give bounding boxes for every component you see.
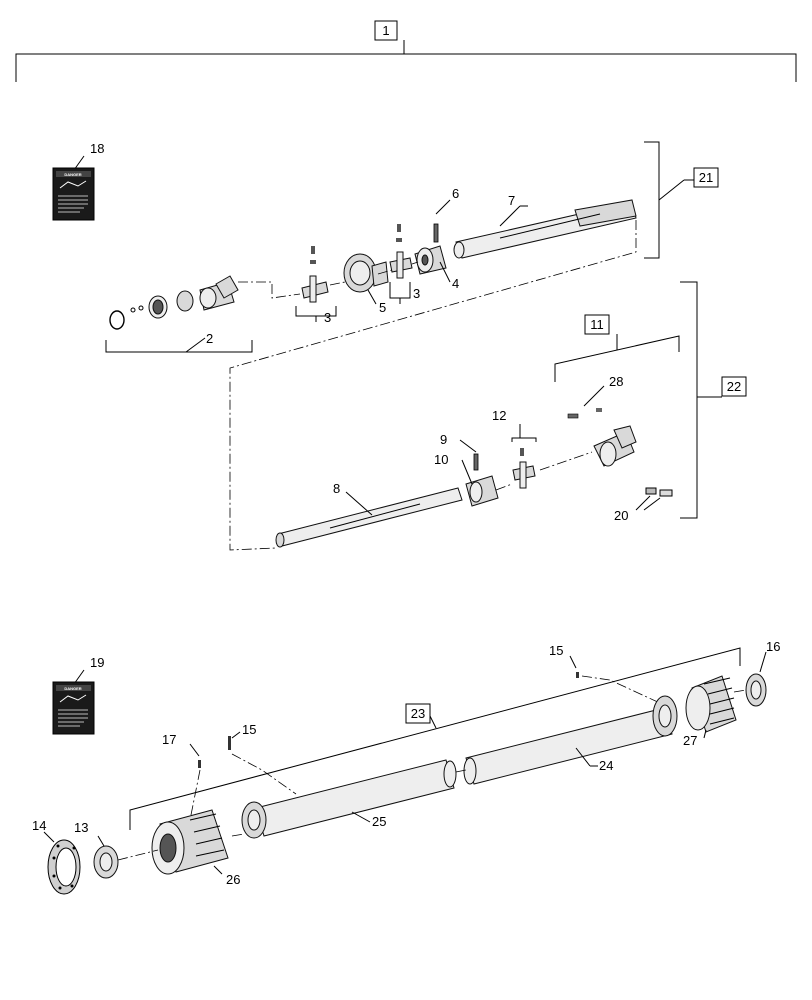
callout-3-left: 3 (324, 310, 331, 325)
callout-19: 19 (90, 655, 104, 670)
bearing-ring-13: 13 (74, 820, 159, 879)
callout-25: 25 (372, 814, 386, 829)
safety-decal-19: 19 DANGER (52, 655, 104, 735)
bolt-28: 28 (567, 374, 623, 419)
yoke-10: 10 (434, 452, 499, 507)
screw-15-right: 15 (549, 643, 663, 705)
callout-12: 12 (492, 408, 506, 423)
callout-28: 28 (609, 374, 623, 389)
callout-2: 2 (206, 331, 213, 346)
callout-7: 7 (508, 193, 515, 208)
callout-26: 26 (226, 872, 240, 887)
callout-22: 22 (727, 379, 741, 394)
cross-kit-12: 12 (492, 408, 537, 489)
guard-tube-24: 24 (463, 695, 678, 785)
callout-5: 5 (379, 300, 386, 315)
callout-15-right: 15 (549, 643, 563, 658)
callout-13: 13 (74, 820, 88, 835)
callout-20: 20 (614, 508, 628, 523)
implement-yoke (593, 425, 637, 467)
bracket-11: 11 (554, 314, 680, 382)
callout-10: 10 (434, 452, 448, 467)
safety-decal-18: 18 DANGER (52, 141, 104, 221)
bracket-23: 23 (129, 647, 741, 830)
callout-18: 18 (90, 141, 104, 156)
centerlines-upper (229, 220, 637, 551)
bracket-22: 22 (680, 281, 747, 519)
clutch-group-2: 2 (105, 275, 253, 353)
callout-11: 11 (590, 317, 604, 332)
bracket-21: 21 (644, 141, 719, 259)
pins-20: 20 (614, 487, 673, 523)
spring-pin-6: 6 (433, 186, 459, 243)
outer-tube-7: 7 (453, 193, 637, 259)
callout-6: 6 (452, 186, 459, 201)
callout-9: 9 (440, 432, 447, 447)
decal-header-18: DANGER (64, 172, 81, 177)
guard-cone-27: 27 (683, 675, 737, 748)
callout-23: 23 (411, 706, 425, 721)
callout-27: 27 (683, 733, 697, 748)
guard-cone-26: 26 (151, 809, 245, 887)
spring-pin-9: 9 (440, 432, 479, 471)
bearing-ring-16: 16 (733, 639, 780, 707)
callout-15-left: 15 (242, 722, 256, 737)
cross-kit-3-right: 3 (389, 224, 420, 304)
screw-15-left: 15 (228, 722, 297, 795)
callout-24: 24 (599, 758, 613, 773)
callout-1: 1 (382, 23, 389, 38)
callout-3-right: 3 (413, 286, 420, 301)
inner-shaft-8: 8 (275, 451, 593, 548)
yoke-4: 4 (414, 245, 459, 291)
double-yoke-5: 5 (343, 253, 389, 315)
callout-8: 8 (333, 481, 340, 496)
callout-4: 4 (452, 276, 459, 291)
guard-tube-25: 25 (241, 759, 467, 839)
callout-16: 16 (766, 639, 780, 654)
callout-14: 14 (32, 818, 46, 833)
assembly-bracket-1: 1 (15, 20, 797, 82)
decal-header-19: DANGER (64, 686, 81, 691)
callout-17: 17 (162, 732, 176, 747)
screw-17: 17 (162, 732, 201, 821)
callout-21: 21 (699, 170, 713, 185)
cross-kit-3-left: 3 (295, 246, 337, 325)
decal-plate-14: 14 (32, 818, 81, 895)
